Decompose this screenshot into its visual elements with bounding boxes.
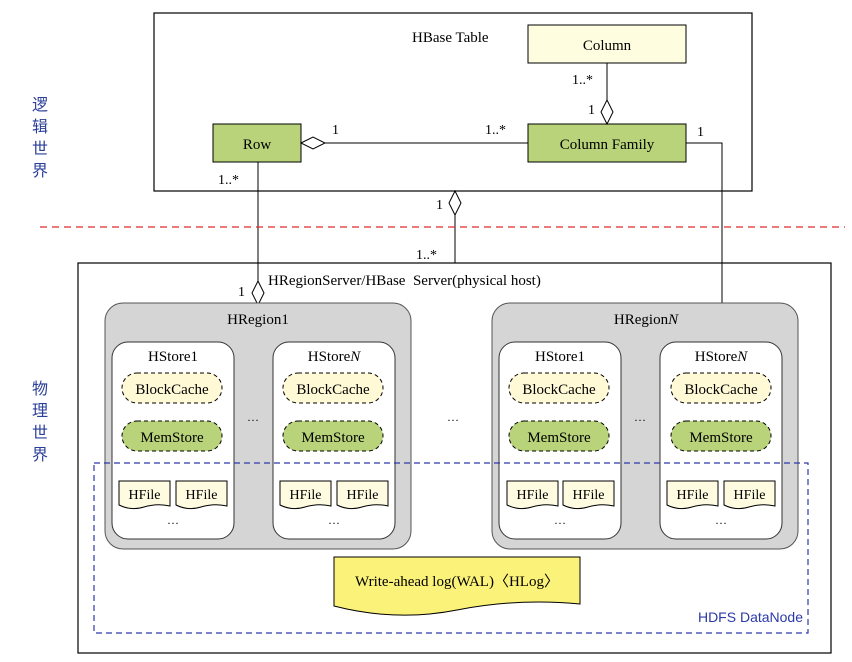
- memstore: [121, 420, 223, 452]
- hstore-name: HStoreN: [308, 349, 362, 365]
- region-server-title: HRegionServer/HBase Server(physical host…: [268, 273, 541, 289]
- table-diamond: [448, 189, 462, 217]
- hfile-label: HFile: [517, 488, 549, 503]
- hfile-ellipsis: …: [715, 513, 727, 527]
- logical-world-label: 逻 辑 世 界: [31, 95, 48, 180]
- row-multiplicity-one: 1: [332, 123, 339, 138]
- memstore: [670, 420, 772, 452]
- row-box: [212, 123, 302, 163]
- store-ellipsis: …: [634, 410, 646, 424]
- server-multiplicity: 1..*: [416, 248, 437, 263]
- hfile-label: HFile: [186, 488, 218, 503]
- hfile-doc: [118, 480, 171, 510]
- column-label: Column: [583, 38, 632, 54]
- hfile-label: HFile: [290, 488, 322, 503]
- block-cache-label: BlockCache: [522, 382, 596, 398]
- hfile-doc: [723, 480, 776, 510]
- hfile-label: HFile: [573, 488, 605, 503]
- column-family-box: [527, 123, 687, 163]
- hfile-doc: [279, 480, 332, 510]
- memstore: [282, 420, 384, 452]
- hfile-ellipsis: …: [328, 513, 340, 527]
- hfile-label: HFile: [734, 488, 766, 503]
- family-multiplicity-many: 1..*: [485, 123, 506, 138]
- memstore-label: MemStore: [301, 430, 365, 446]
- hfile-label: HFile: [347, 488, 379, 503]
- block-cache: [282, 372, 384, 404]
- wal-label: Write-ahead log(WAL)〈HLog〉: [355, 573, 559, 590]
- hfile-doc: [336, 480, 389, 510]
- hstore-1: HStore1 BlockCache MemStore HFile HFile …: [111, 341, 235, 540]
- hfile-doc: [506, 480, 559, 510]
- hdfs-datanode-label: HDFS DataNode: [698, 609, 803, 625]
- store-ellipsis: …: [247, 410, 259, 424]
- block-cache-label: BlockCache: [296, 382, 370, 398]
- hstore-n: HStoreN BlockCache MemStore HFile HFile …: [659, 341, 783, 540]
- hbase-table-title: HBase Table: [412, 30, 489, 46]
- hstore-name: HStoreN: [695, 349, 749, 365]
- hfile-doc: [175, 480, 228, 510]
- hfile-doc: [562, 480, 615, 510]
- hfile-label: HFile: [129, 488, 161, 503]
- region-n: HRegionN HStore1 BlockCache MemStore HFi…: [491, 302, 799, 550]
- memstore-label: MemStore: [140, 430, 204, 446]
- hdfs-datanode-frame: [93, 462, 809, 634]
- hstore-1: HStore1 BlockCache MemStore HFile HFile …: [498, 341, 622, 540]
- hfile-label: HFile: [677, 488, 709, 503]
- column-family-diamond: [600, 98, 614, 126]
- hfile-doc: [666, 480, 719, 510]
- column-family-label: Column Family: [560, 137, 655, 153]
- family-to-hstore-connector: [686, 142, 723, 344]
- region-1: HRegion1 HStore1 BlockCache MemStore HFi…: [104, 302, 412, 550]
- hstore-name: HStore1: [535, 349, 585, 365]
- block-cache: [121, 372, 223, 404]
- family-multiplicity-top: 1: [588, 103, 595, 118]
- memstore-label: MemStore: [527, 430, 591, 446]
- region-multiplicity: 1: [238, 285, 245, 300]
- block-cache-label: BlockCache: [135, 382, 209, 398]
- hfile-ellipsis: …: [167, 513, 179, 527]
- region-title: HRegion1: [227, 312, 289, 328]
- hstore-n: HStoreN BlockCache MemStore HFile HFile …: [272, 341, 396, 540]
- column-multiplicity: 1..*: [572, 73, 593, 88]
- table-multiplicity: 1: [436, 198, 443, 213]
- memstore-label: MemStore: [689, 430, 753, 446]
- region-title: HRegionN: [614, 312, 679, 328]
- hfile-ellipsis: …: [554, 513, 566, 527]
- row-label: Row: [243, 137, 272, 153]
- row-region-multiplicity: 1..*: [218, 173, 239, 188]
- block-cache: [670, 372, 772, 404]
- block-cache: [508, 372, 610, 404]
- wal-document: [333, 556, 581, 616]
- region-server-frame: [77, 262, 832, 654]
- block-cache-label: BlockCache: [684, 382, 758, 398]
- region-ellipsis: …: [447, 410, 459, 424]
- physical-world-label: 物 理 世 界: [31, 379, 48, 464]
- region-diamond: [251, 279, 265, 307]
- memstore: [508, 420, 610, 452]
- family-to-store-multiplicity: 1: [697, 125, 704, 140]
- hstore-name: HStore1: [148, 349, 198, 365]
